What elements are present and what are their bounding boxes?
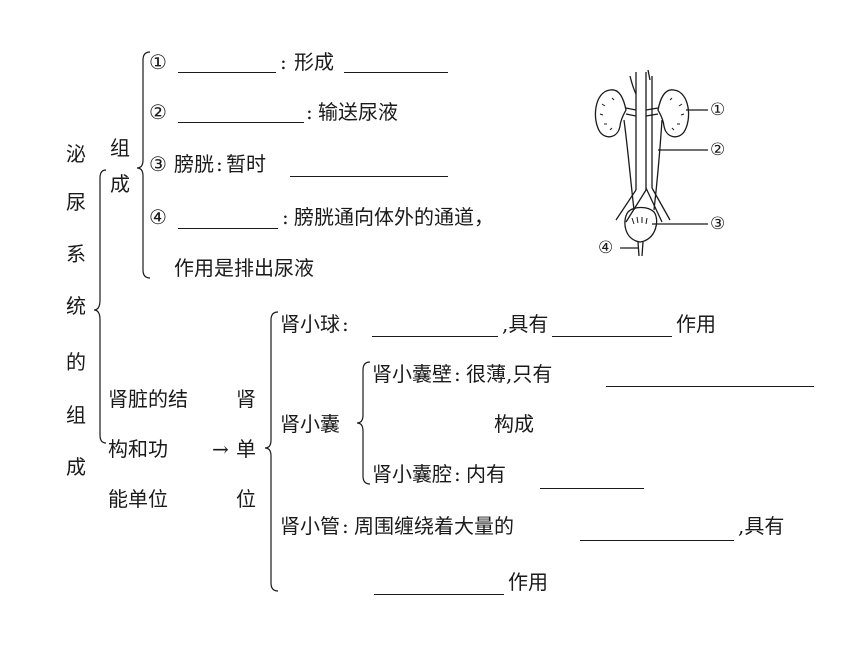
glomerulus-mid: ,具有 bbox=[502, 312, 549, 336]
item1-marker: ① bbox=[149, 50, 167, 74]
blank-tubule[interactable] bbox=[580, 540, 734, 541]
capsule-cavity-sep: : bbox=[454, 462, 461, 486]
title-char: 的 bbox=[66, 350, 86, 374]
glomerulus-sep: : bbox=[342, 312, 349, 336]
item2-marker: ② bbox=[149, 100, 167, 124]
capsule-cavity-text: 内有 bbox=[466, 462, 506, 486]
item4-text2: 作用是排出尿液 bbox=[174, 256, 314, 280]
diagram-label-1: ① bbox=[710, 100, 726, 120]
item2-sep: : bbox=[306, 100, 313, 124]
kidney-unit-label: 肾脏的结 bbox=[108, 387, 188, 411]
blank-urethra[interactable] bbox=[178, 228, 278, 229]
blank-ureter[interactable] bbox=[178, 122, 304, 123]
diagram-label-4: ④ bbox=[598, 238, 614, 258]
title-char: 泌 bbox=[66, 142, 86, 166]
diagram-label-3: ③ bbox=[710, 214, 726, 234]
nephron-label: 单 bbox=[236, 437, 256, 461]
capsule-wall-end: 构成 bbox=[494, 412, 534, 436]
nephron-label: 肾 bbox=[236, 387, 256, 411]
title-char: 统 bbox=[66, 294, 86, 318]
nephron-label: 位 bbox=[236, 487, 256, 511]
item3-text: 暂时 bbox=[226, 152, 266, 176]
title-char: 组 bbox=[66, 403, 86, 427]
nephron-brace bbox=[264, 311, 279, 592]
tubule-mid: ,具有 bbox=[738, 514, 785, 538]
item1-text: 形成 bbox=[294, 50, 334, 74]
title-char: 成 bbox=[66, 455, 86, 479]
item3-marker: ③ bbox=[149, 152, 167, 176]
composition-brace bbox=[136, 51, 151, 279]
arrow: → bbox=[212, 437, 229, 461]
item2-text: 输送尿液 bbox=[318, 100, 398, 124]
tubule-name: 肾小管 bbox=[280, 514, 340, 538]
item4-marker: ④ bbox=[149, 205, 167, 229]
kidney-unit-label: 能单位 bbox=[108, 487, 168, 511]
blank-tubule-function[interactable] bbox=[374, 594, 504, 595]
item1-sep: : bbox=[280, 50, 287, 74]
blank-store[interactable] bbox=[290, 176, 448, 177]
capsule-wall-sep: : bbox=[454, 362, 461, 386]
blank-capsule-wall[interactable] bbox=[606, 386, 814, 387]
blank-form[interactable] bbox=[344, 72, 448, 73]
title-char: 系 bbox=[66, 242, 86, 266]
blank-glomerulus[interactable] bbox=[372, 336, 498, 337]
main-brace bbox=[93, 169, 107, 444]
blank-kidney[interactable] bbox=[178, 72, 276, 73]
capsule-wall-name: 肾小囊壁 bbox=[372, 362, 452, 386]
capsule-wall-text: 很薄,只有 bbox=[466, 362, 553, 386]
capsule-cavity-name: 肾小囊腔 bbox=[372, 462, 452, 486]
capsule-name: 肾小囊 bbox=[280, 412, 340, 436]
urinary-system-illustration bbox=[594, 69, 708, 257]
composition-label: 成 bbox=[110, 172, 130, 196]
blank-capsule-cavity[interactable] bbox=[540, 488, 644, 489]
title-char: 尿 bbox=[66, 190, 86, 214]
urinary-system-diagram: ① ② ③ ④ bbox=[590, 69, 750, 260]
glomerulus-name: 肾小球 bbox=[280, 312, 340, 336]
item4-sep: : bbox=[282, 205, 289, 229]
kidney-unit-label: 构和功 bbox=[108, 437, 168, 461]
item3-name: 膀胱 bbox=[174, 152, 214, 176]
composition-label: 组 bbox=[110, 136, 130, 160]
tubule-sep: : bbox=[342, 514, 349, 538]
item3-sep: : bbox=[216, 152, 223, 176]
capsule-brace bbox=[356, 361, 371, 485]
diagram-label-2: ② bbox=[710, 140, 726, 160]
tubule-end: 作用 bbox=[508, 570, 548, 594]
blank-glomerulus-function[interactable] bbox=[552, 336, 672, 337]
tubule-text: 周围缠绕着大量的 bbox=[354, 514, 514, 538]
glomerulus-end: 作用 bbox=[676, 312, 716, 336]
item4-text: 膀胱通向体外的通道， bbox=[294, 205, 494, 229]
